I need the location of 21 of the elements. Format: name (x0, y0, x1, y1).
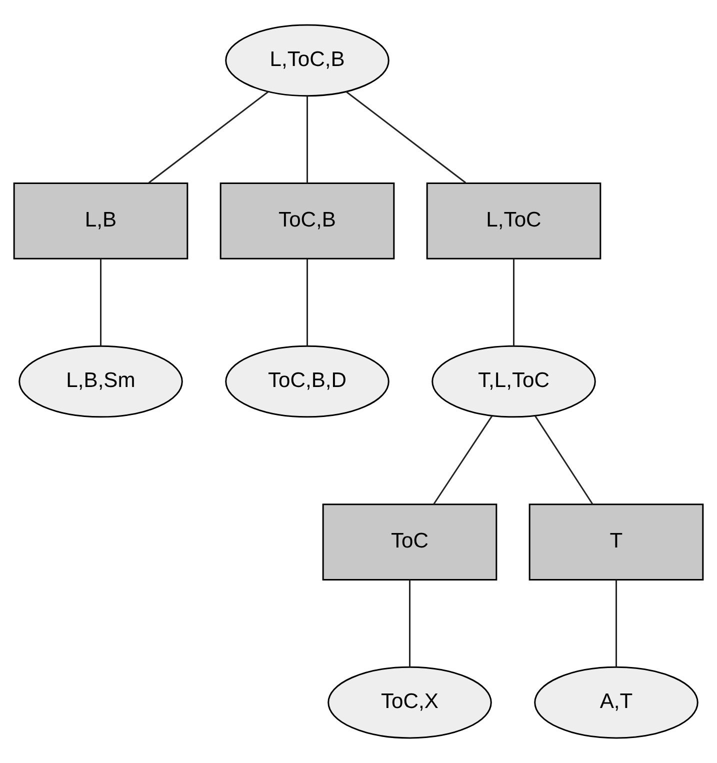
connector (534, 416, 594, 505)
connector (513, 259, 514, 346)
connector (100, 259, 102, 346)
connector (616, 580, 617, 667)
node-box: L,ToC (426, 182, 602, 260)
node-box: T (528, 504, 704, 580)
node-box: ToC (322, 504, 498, 580)
node-box: L,B (13, 182, 188, 260)
node-ellipse: T,L,ToC (432, 345, 596, 418)
connector (306, 96, 308, 184)
node-ellipse: A,T (534, 666, 698, 739)
connector (346, 91, 466, 184)
node-ellipse: L,ToC,B (225, 24, 390, 97)
connector (306, 259, 308, 346)
connector (433, 416, 493, 505)
node-ellipse: L,B,Sm (18, 345, 183, 418)
node-ellipse: ToC,X (328, 666, 492, 739)
node-ellipse: ToC,B,D (225, 345, 390, 418)
connector (409, 580, 410, 667)
node-box: ToC,B (220, 182, 395, 260)
connector (148, 91, 269, 184)
